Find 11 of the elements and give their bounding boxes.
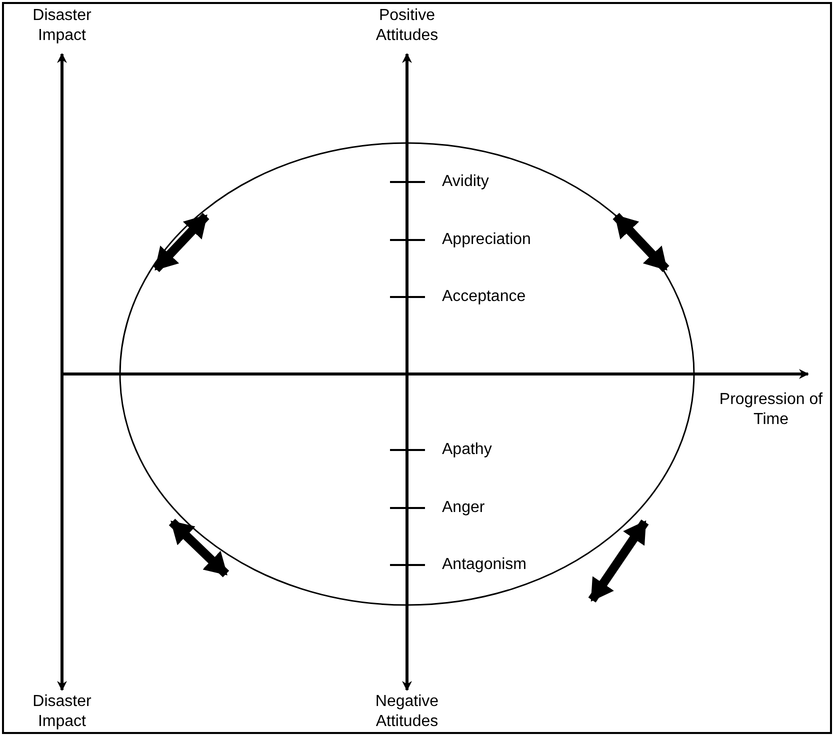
tick-label: Antagonism <box>442 555 526 575</box>
tick-label: Apathy <box>442 440 492 460</box>
axis-label: Disaster Impact <box>32 692 92 732</box>
axis-label: Progression of Time <box>718 390 824 430</box>
tick-label: Appreciation <box>442 230 531 250</box>
tick-label: Acceptance <box>442 287 526 307</box>
tick-label: Avidity <box>442 172 489 192</box>
axis-label: Positive Attitudes <box>374 6 440 46</box>
axis-label: Negative Attitudes <box>374 692 440 732</box>
axis-label: Disaster Impact <box>32 6 92 46</box>
tick-label: Anger <box>442 498 485 518</box>
